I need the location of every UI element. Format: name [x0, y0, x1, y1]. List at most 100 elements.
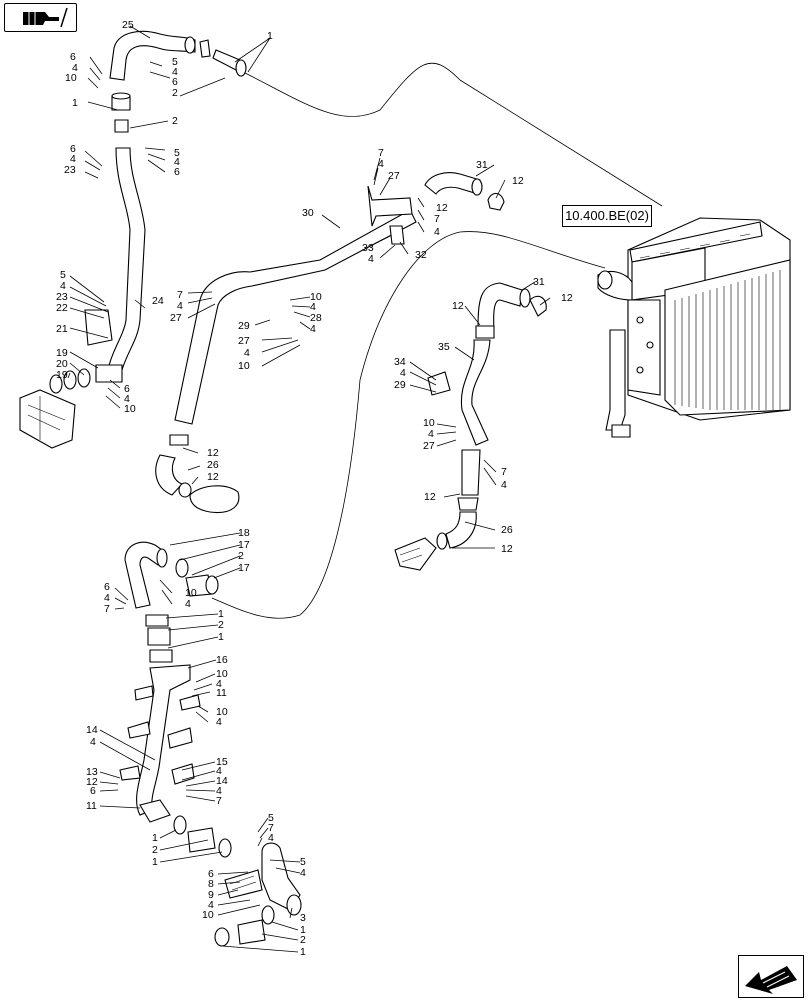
callout-4: 4 — [177, 300, 183, 312]
callout-2: 2 — [172, 115, 178, 127]
callout-6: 6 — [174, 166, 180, 178]
callout-32: 32 — [415, 249, 427, 261]
callout-18: 18 — [238, 527, 250, 539]
callout-5: 5 — [268, 812, 274, 824]
reference-line-lower — [211, 231, 606, 619]
callout-6: 6 — [70, 143, 76, 155]
callout-4: 4 — [300, 867, 306, 879]
callout-7: 7 — [177, 289, 183, 301]
callout-27: 27 — [238, 335, 250, 347]
callout-6: 6 — [124, 383, 130, 395]
callout-11: 11 — [216, 687, 227, 699]
callout-4: 4 — [244, 347, 250, 359]
callout-5: 5 — [60, 269, 66, 281]
callout-19: 19 — [56, 347, 68, 359]
callout-2: 2 — [238, 550, 244, 562]
arrow-down-left-icon — [745, 966, 797, 994]
callout-4: 4 — [216, 765, 222, 777]
leader-lines — [67, 25, 551, 953]
callout-4: 4 — [378, 158, 384, 170]
callout-9: 9 — [208, 889, 214, 901]
callout-35: 35 — [438, 341, 450, 353]
callout-1: 1 — [72, 97, 78, 109]
callout-26: 26 — [501, 524, 513, 536]
callout-26: 26 — [207, 459, 219, 471]
callout-4: 4 — [310, 323, 316, 335]
callout-24: 24 — [152, 295, 164, 307]
callout-7: 7 — [434, 213, 440, 225]
callout-10: 10 — [124, 403, 136, 415]
right-pipe-run — [394, 282, 547, 571]
callout-1: 1 — [300, 924, 306, 936]
callout-5: 5 — [174, 147, 180, 159]
callout-7: 7 — [268, 822, 274, 834]
callout-33: 33 — [362, 242, 374, 254]
callout-7: 7 — [104, 603, 110, 615]
callout-4: 4 — [90, 736, 96, 748]
callout-4: 4 — [60, 280, 66, 292]
radiator-assembly — [597, 217, 791, 438]
callout-1: 1 — [218, 608, 224, 620]
callout-4: 4 — [174, 156, 180, 168]
callout-labels: 1 25 5 4 6 2 6 4 10 1 2 6 4 23 5 4 6 5 4… — [56, 19, 573, 958]
callout-1: 1 — [300, 946, 306, 958]
left-pipe-run — [19, 30, 247, 449]
callout-16: 16 — [216, 654, 228, 666]
callout-2: 2 — [300, 934, 306, 946]
callout-27: 27 — [423, 440, 435, 452]
callout-4: 4 — [268, 832, 274, 844]
callout-12: 12 — [86, 776, 98, 788]
callout-12: 12 — [512, 175, 524, 187]
callout-1: 1 — [152, 856, 158, 868]
callout-10: 10 — [216, 668, 228, 680]
callout-6: 6 — [104, 581, 110, 593]
callout-1: 1 — [267, 30, 273, 42]
callout-4: 4 — [501, 479, 507, 491]
reference-line-upper — [242, 62, 663, 207]
callout-10: 10 — [216, 706, 228, 718]
callout-6: 6 — [70, 51, 76, 63]
callout-2: 2 — [152, 844, 158, 856]
callout-19: 19 — [56, 369, 68, 381]
callout-12: 12 — [561, 292, 573, 304]
callout-15: 15 — [216, 756, 228, 768]
callout-12: 12 — [424, 491, 436, 503]
callout-4: 4 — [72, 62, 78, 74]
callout-5: 5 — [300, 856, 306, 868]
callout-14: 14 — [216, 775, 228, 787]
callout-20: 20 — [56, 358, 68, 370]
callout-27: 27 — [388, 170, 400, 182]
callout-5: 5 — [172, 56, 178, 68]
callout-23: 23 — [56, 291, 68, 303]
callout-4: 4 — [185, 598, 191, 610]
callout-4: 4 — [104, 592, 110, 604]
callout-7: 7 — [378, 147, 384, 159]
previous-page-button[interactable] — [4, 3, 77, 32]
callout-10: 10 — [238, 360, 250, 372]
callout-10: 10 — [423, 417, 435, 429]
next-page-button[interactable] — [738, 955, 804, 998]
callout-1: 1 — [218, 631, 224, 643]
center-pipe-run — [155, 172, 505, 514]
callout-6: 6 — [208, 868, 214, 880]
callout-12: 12 — [207, 471, 219, 483]
callout-31: 31 — [476, 159, 488, 171]
callout-17: 17 — [238, 562, 250, 574]
callout-2: 2 — [218, 619, 224, 631]
callout-6: 6 — [172, 76, 178, 88]
callout-1: 1 — [152, 832, 158, 844]
callout-4: 4 — [216, 785, 222, 797]
callout-3: 3 — [300, 912, 306, 924]
callout-21: 21 — [56, 323, 68, 335]
section-reference-link[interactable]: 10.400.BE(02) — [562, 205, 652, 227]
callout-13: 13 — [86, 766, 98, 778]
callout-12: 12 — [501, 543, 513, 555]
callout-25: 25 — [122, 19, 134, 31]
callout-31: 31 — [533, 276, 545, 288]
callout-4: 4 — [428, 428, 434, 440]
callout-4: 4 — [310, 301, 316, 313]
callout-12: 12 — [436, 202, 448, 214]
callout-4: 4 — [208, 899, 214, 911]
callout-4: 4 — [172, 66, 178, 78]
